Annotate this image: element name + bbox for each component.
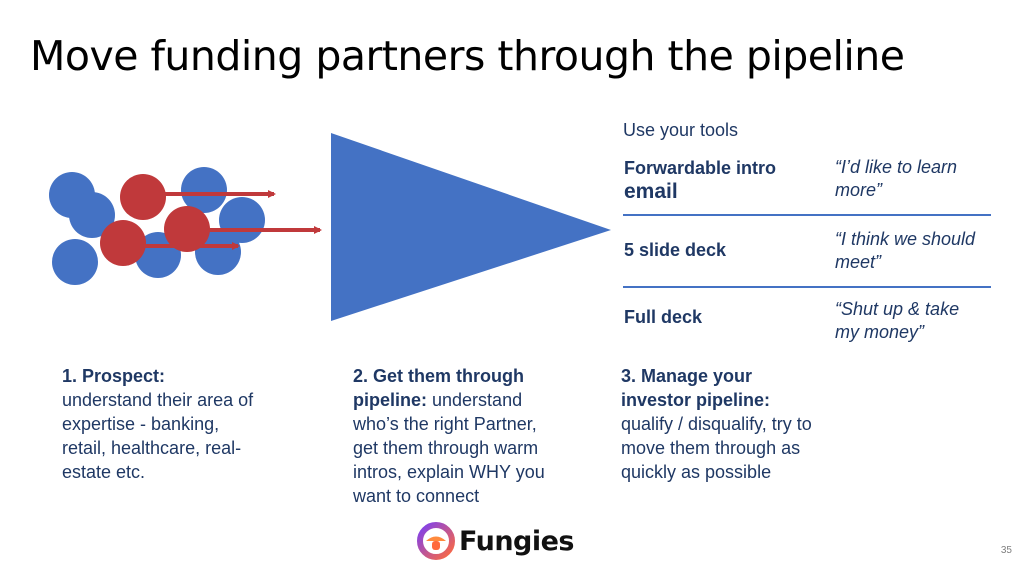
prospect-circle-blue xyxy=(52,239,98,285)
tool-quote-take-money: “Shut up & take my money” xyxy=(835,299,960,342)
tools-heading: Use your tools xyxy=(623,120,739,140)
prospect-circle-red xyxy=(120,174,166,220)
slide-title: Move funding partners through the pipeli… xyxy=(30,32,905,80)
tool-name-full-deck: Full deck xyxy=(624,307,703,327)
prospect-circle-red xyxy=(100,220,146,266)
step-get-through-pipeline: 2. Get them through pipeline: understand… xyxy=(353,366,545,506)
tool-name-intro-email: Forwardable intro email xyxy=(624,158,777,203)
prospect-circle-blue xyxy=(69,192,115,238)
page-number: 35 xyxy=(1000,545,1012,556)
tool-quote-learn-more: “I’d like to learn more” xyxy=(835,157,958,200)
fungies-logo: Fungies xyxy=(417,522,575,560)
logo-text: Fungies xyxy=(459,525,575,557)
step-manage-pipeline: 3. Manage your investor pipeline: qualif… xyxy=(621,366,812,482)
tool-name-5-slide-deck: 5 slide deck xyxy=(624,240,727,260)
step-prospect: 1. Prospect: understand their area of ex… xyxy=(62,366,254,482)
pipeline-funnel-triangle xyxy=(331,133,611,321)
mushroom-logo-icon xyxy=(417,522,455,560)
tool-quote-should-meet: “I think we should meet” xyxy=(835,229,976,272)
tools-divider xyxy=(623,286,991,288)
tools-divider xyxy=(623,214,991,216)
prospect-circle-blue xyxy=(181,167,227,213)
